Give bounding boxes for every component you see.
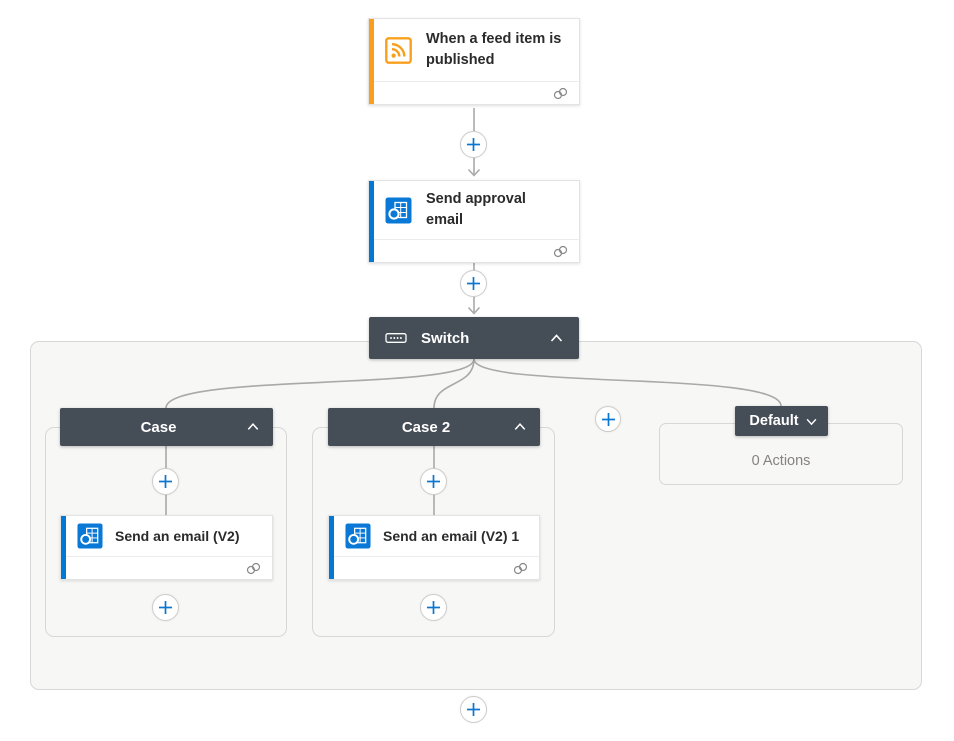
trigger-card-footer [369, 81, 579, 104]
case-2-card-main: Send an email (V2) 1 [329, 516, 539, 556]
case-1-card-main: Send an email (V2) [61, 516, 272, 556]
default-empty-text: 0 Actions [751, 453, 811, 469]
default-branch-header[interactable]: Default [735, 406, 828, 436]
switch-scope-header[interactable]: Switch [369, 317, 579, 359]
outlook-icon [77, 523, 103, 549]
control-switch-icon [385, 331, 407, 345]
approval-card-footer [369, 239, 579, 262]
connection-link-icon [552, 87, 569, 100]
switch-label: Switch [421, 329, 470, 347]
approval-card-main: Send approval email [369, 181, 579, 239]
action-card-send-email-v2[interactable]: Send an email (V2) [60, 515, 273, 580]
case-2-label: Case 2 [401, 418, 451, 436]
case-2-card-footer [329, 556, 539, 579]
insert-step-button-1[interactable] [460, 131, 487, 158]
action-card-send-approval-email[interactable]: Send approval email [368, 180, 580, 264]
default-label: Default [749, 413, 799, 429]
case-1-label: Case [140, 418, 177, 436]
trigger-card-feed-item-published[interactable]: When a feed item is published [368, 18, 580, 106]
case-2-header[interactable]: Case 2 [328, 408, 540, 446]
chevron-up-icon[interactable] [512, 419, 528, 435]
connection-link-icon [552, 245, 569, 258]
case-2-card-title: Send an email (V2) 1 [383, 527, 520, 544]
case-1-insert-step-button[interactable] [152, 468, 179, 495]
case-2-add-action-button[interactable] [420, 594, 447, 621]
case-1-card-title: Send an email (V2) [115, 527, 240, 544]
trigger-card-title: When a feed item is published [426, 31, 562, 69]
case-1-card-footer [61, 556, 272, 579]
action-card-send-email-v2-1[interactable]: Send an email (V2) 1 [328, 515, 540, 580]
chevron-down-icon[interactable] [804, 414, 819, 429]
trigger-card-main: When a feed item is published [369, 19, 579, 81]
rss-icon [385, 36, 412, 64]
chevron-up-icon[interactable] [245, 419, 261, 435]
connection-link-icon [512, 562, 529, 575]
case-1-add-action-button[interactable] [152, 594, 179, 621]
insert-step-button-bottom[interactable] [460, 696, 487, 723]
outlook-icon [345, 523, 371, 549]
outlook-icon [385, 197, 412, 224]
chevron-up-icon[interactable] [548, 330, 565, 347]
approval-card-title: Send approval email [426, 191, 526, 229]
insert-step-button-2[interactable] [460, 270, 487, 297]
case-2-insert-step-button[interactable] [420, 468, 447, 495]
connection-link-icon [245, 562, 262, 575]
add-case-button[interactable] [595, 406, 621, 432]
case-1-header[interactable]: Case [60, 408, 273, 446]
